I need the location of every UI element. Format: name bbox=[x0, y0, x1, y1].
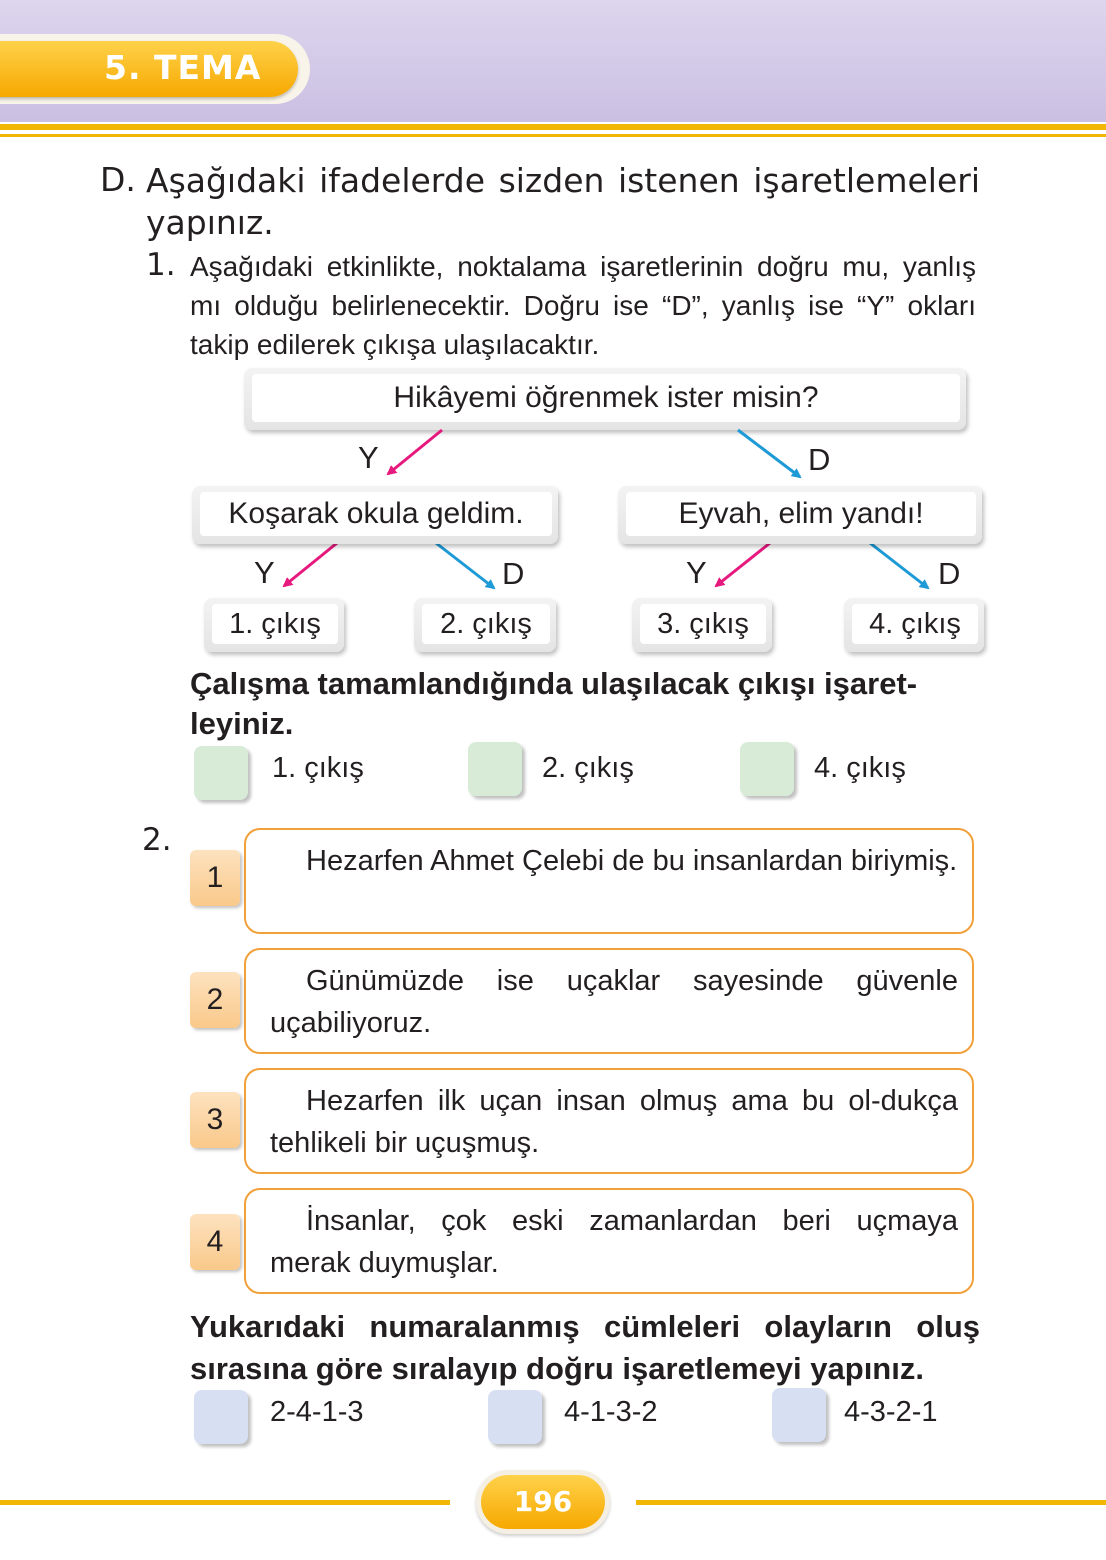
footer-line-right bbox=[636, 1500, 1106, 1505]
theme-label: 5. TEMA bbox=[104, 48, 262, 87]
sentence-number-3: 3 bbox=[190, 1092, 240, 1148]
exit-box-1: 1. çıkış bbox=[204, 598, 344, 652]
page-number: 196 bbox=[481, 1475, 605, 1529]
option-checkbox-1[interactable] bbox=[194, 746, 248, 800]
exit-box-2: 2. çıkış bbox=[414, 598, 556, 652]
label-d-root: D bbox=[808, 442, 831, 477]
label-y-right: Y bbox=[686, 555, 707, 590]
option-label-3: 4. çıkış bbox=[814, 752, 906, 784]
sentence-number-1: 1 bbox=[190, 850, 240, 906]
exit-label-3: 3. çıkış bbox=[640, 604, 766, 644]
arrow-d-right bbox=[869, 541, 930, 590]
sentence-box-4: İnsanlar, çok eski zamanlardan beri uçma… bbox=[244, 1188, 974, 1294]
flow-right-box: Eyvah, elim yandı! bbox=[618, 486, 982, 544]
option-checkbox-3[interactable] bbox=[740, 742, 794, 796]
option-label-1: 1. çıkış bbox=[272, 752, 364, 784]
sentence-number-2: 2 bbox=[190, 972, 240, 1028]
flow-left-box: Koşarak okula geldim. bbox=[192, 486, 558, 544]
sentence-number-4: 4 bbox=[190, 1214, 240, 1270]
exit-label-2: 2. çıkış bbox=[422, 604, 550, 644]
order-label-3: 4-3-2-1 bbox=[844, 1396, 938, 1428]
flow-root-box: Hikâyemi öğrenmek ister misin? bbox=[244, 368, 966, 430]
sentence-box-3: Hezarfen ilk uçan insan olmuş ama bu ol-… bbox=[244, 1068, 974, 1174]
arrow-d-root bbox=[737, 428, 802, 479]
question-1-prompt: Çalışma tamamlandığında ulaşılacak çıkış… bbox=[190, 666, 918, 741]
sentence-text-4: İnsanlar, çok eski zamanlardan beri uçma… bbox=[270, 1205, 958, 1279]
sentence-text-3: Hezarfen ilk uçan insan olmuş ama bu ol-… bbox=[270, 1085, 958, 1159]
exit-box-3: 3. çıkış bbox=[632, 598, 772, 652]
theme-badge bbox=[0, 41, 298, 97]
order-label-2: 4-1-3-2 bbox=[564, 1396, 658, 1428]
section-title: Aşağıdaki ifadelerde sizden istenen işar… bbox=[146, 161, 980, 242]
order-checkbox-1[interactable] bbox=[194, 1390, 248, 1444]
header-divider-thin bbox=[0, 134, 1106, 137]
label-d-right: D bbox=[938, 556, 961, 591]
flow-root-text: Hikâyemi öğrenmek ister misin? bbox=[252, 374, 960, 422]
header-divider bbox=[0, 124, 1106, 130]
exit-label-4: 4. çıkış bbox=[852, 604, 978, 644]
arrow-y-root bbox=[386, 428, 443, 476]
option-checkbox-2[interactable] bbox=[468, 742, 522, 796]
exit-label-1: 1. çıkış bbox=[212, 604, 338, 644]
arrow-y-left bbox=[282, 541, 338, 588]
flow-right-text: Eyvah, elim yandı! bbox=[626, 492, 976, 536]
order-label-1: 2-4-1-3 bbox=[270, 1396, 364, 1428]
arrow-d-left bbox=[435, 541, 496, 590]
question-number-1: 1. bbox=[146, 247, 176, 283]
question-number-2: 2. bbox=[142, 822, 172, 858]
label-y-root: Y bbox=[358, 440, 379, 475]
label-d-left: D bbox=[502, 556, 525, 591]
order-checkbox-3[interactable] bbox=[772, 1388, 826, 1442]
sentence-box-2: Günümüzde ise uçaklar sayesinde güvenle … bbox=[244, 948, 974, 1054]
section-letter: D. bbox=[100, 160, 136, 199]
question-1-instructions: Aşağıdaki etkinlikte, noktalama işaretle… bbox=[190, 251, 976, 360]
sentence-box-1: Hezarfen Ahmet Çelebi de bu insanlardan … bbox=[244, 828, 974, 934]
footer-line-left bbox=[0, 1500, 450, 1505]
option-label-2: 2. çıkış bbox=[542, 752, 634, 784]
arrow-y-right bbox=[714, 541, 771, 588]
flow-left-text: Koşarak okula geldim. bbox=[200, 492, 552, 536]
label-y-left: Y bbox=[254, 555, 275, 590]
exit-box-4: 4. çıkış bbox=[844, 598, 984, 652]
sentence-text-2: Günümüzde ise uçaklar sayesinde güvenle … bbox=[270, 965, 958, 1039]
sentence-text-1: Hezarfen Ahmet Çelebi de bu insanlardan … bbox=[306, 845, 958, 877]
order-checkbox-2[interactable] bbox=[488, 1390, 542, 1444]
question-2-prompt: Yukarıdaki numaralanmış cümleleri olayla… bbox=[190, 1309, 980, 1386]
